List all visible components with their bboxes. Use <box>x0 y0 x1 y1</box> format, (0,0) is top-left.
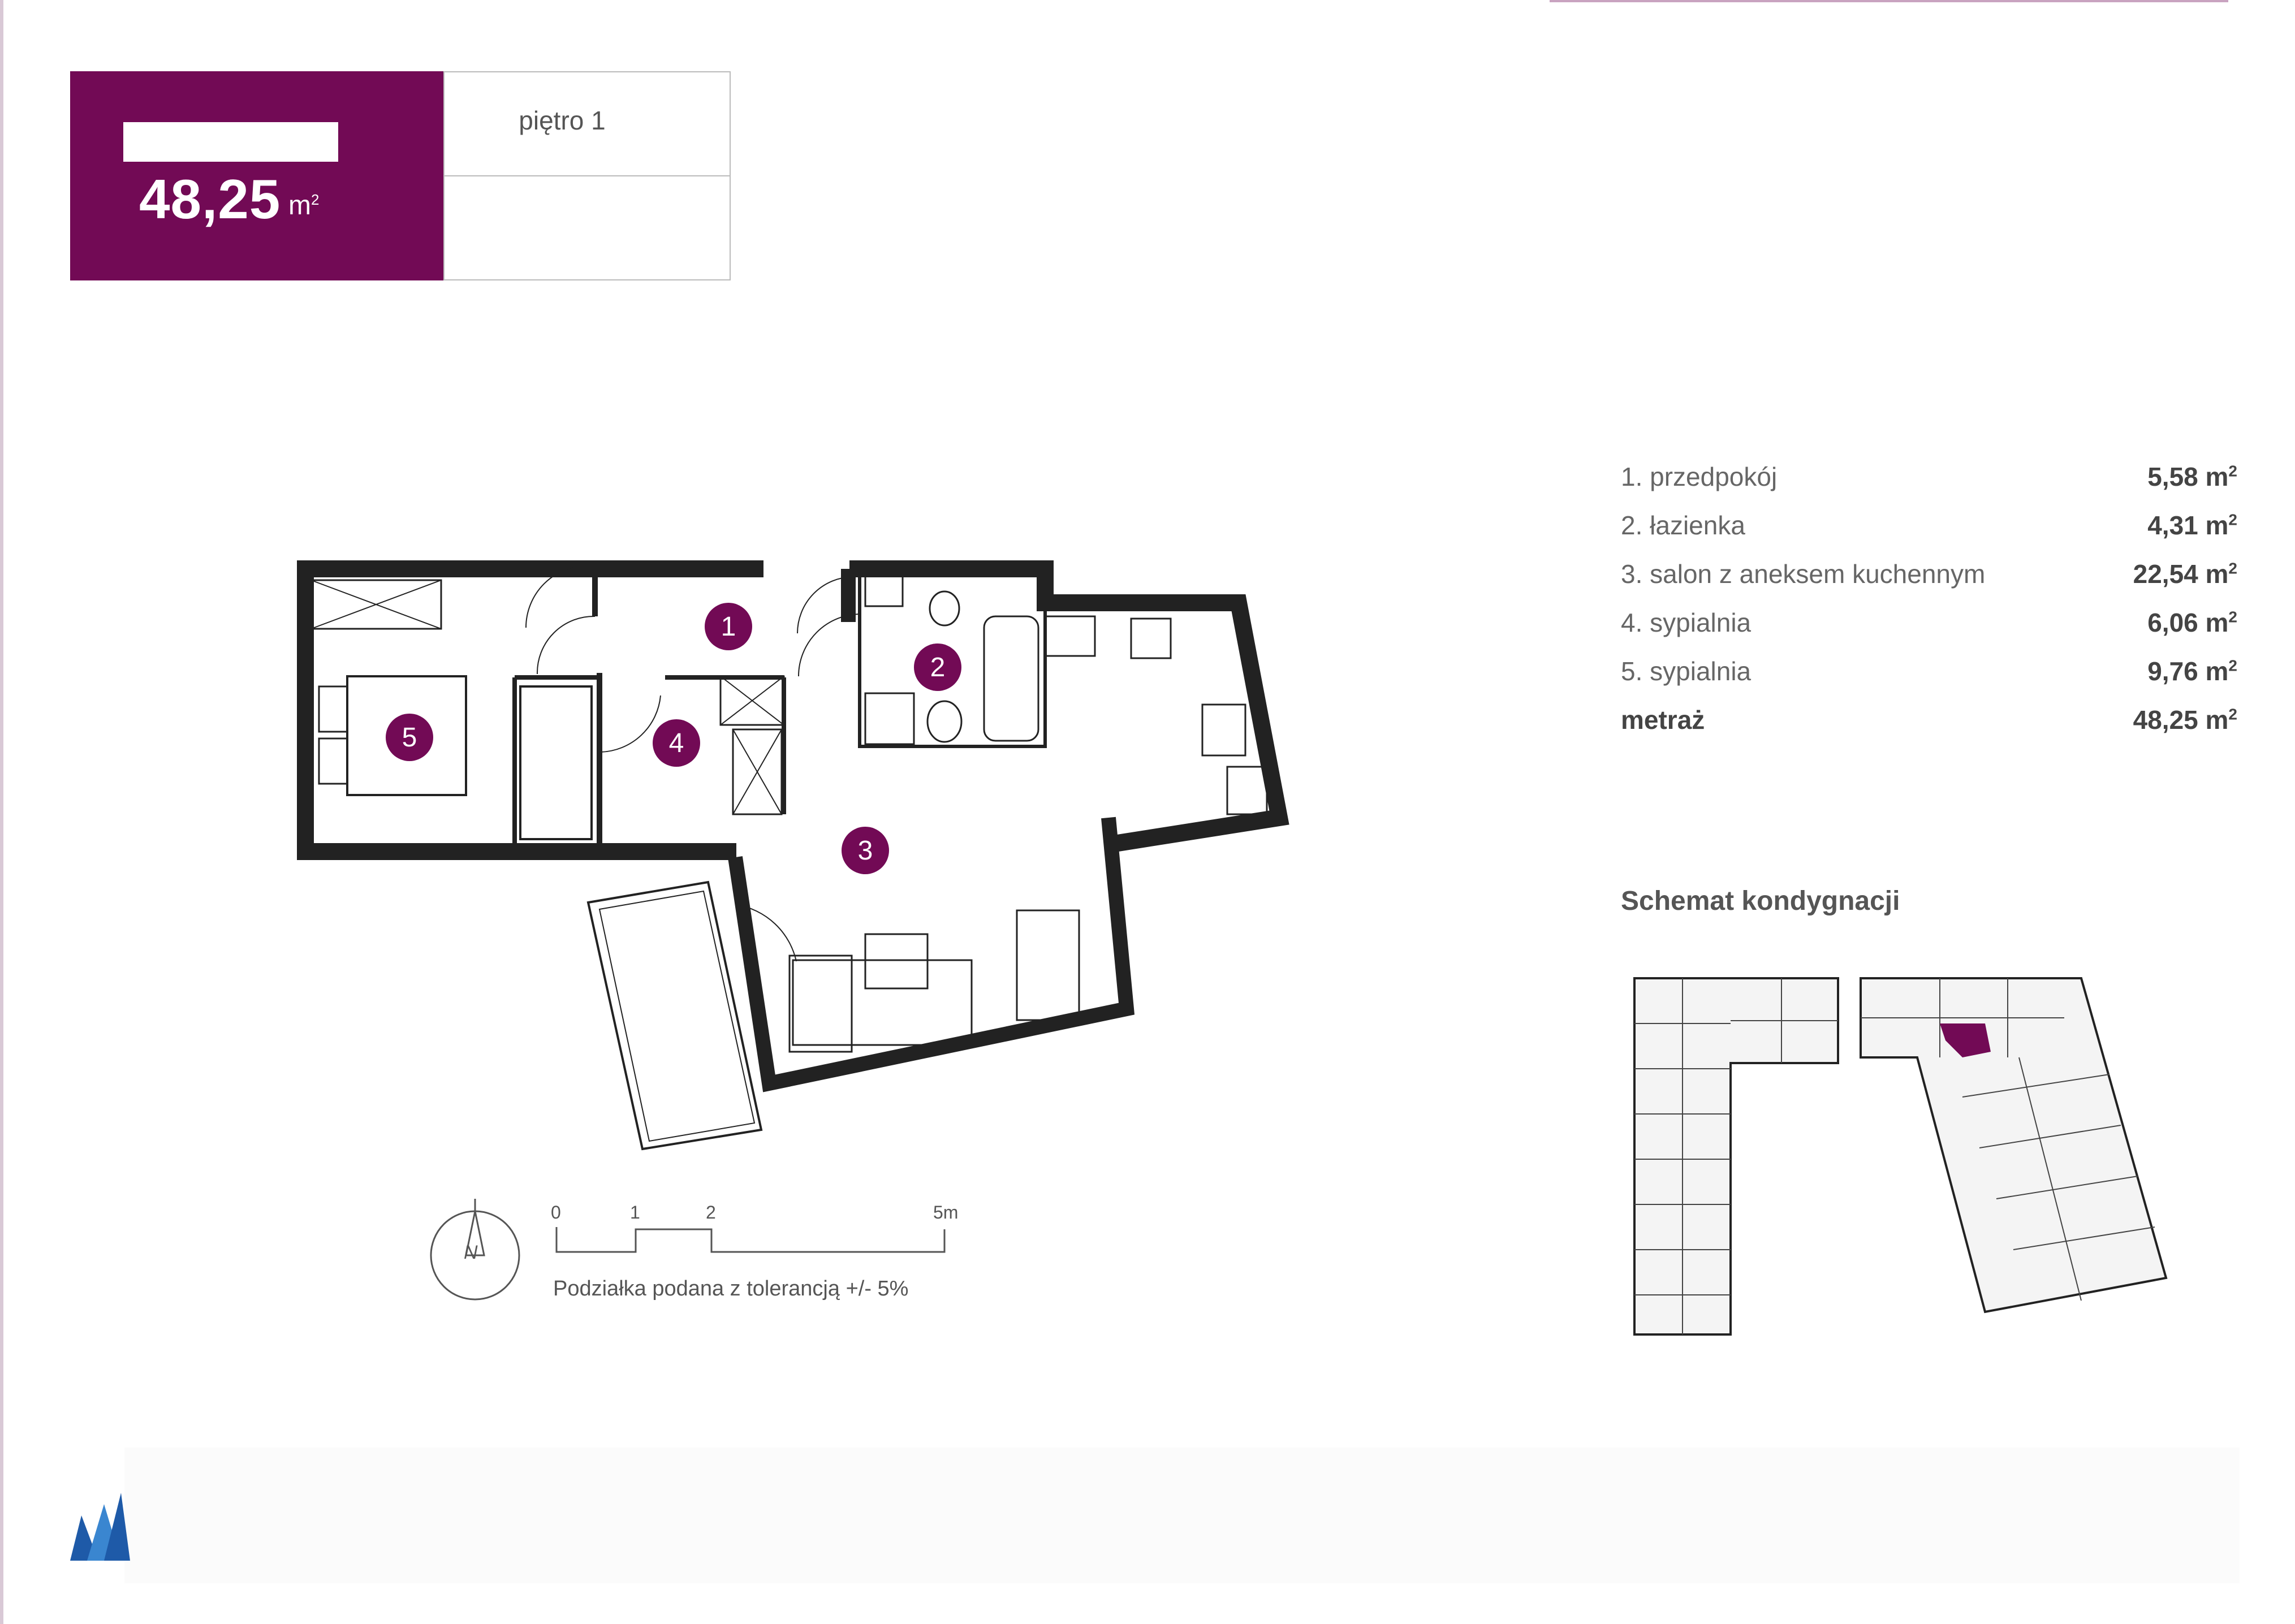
scale-note: Podziałka podana z tolerancją +/- 5% <box>553 1277 909 1301</box>
total-area: 48,25 m2 <box>2133 705 2237 735</box>
floor-info-divider <box>443 175 731 176</box>
floor-label: piętro 1 <box>519 106 606 135</box>
page-edge <box>0 0 3 1624</box>
room-area: 22,54 m2 <box>2133 559 2237 589</box>
scale-tick-1: 1 <box>630 1202 640 1223</box>
top-rule <box>1550 0 2228 2</box>
room-marker-2: 2 <box>914 643 961 691</box>
room-area: 4,31 m2 <box>2147 511 2237 540</box>
schematic-title: Schemat kondygnacji <box>1621 886 1900 916</box>
area-unit: m2 <box>288 191 320 221</box>
north-label: N <box>464 1242 478 1263</box>
room-row-3: 3. salon z aneksem kuchennym 22,54 m2 <box>1621 550 2237 598</box>
developer-logo-icon <box>70 1493 130 1561</box>
room-label: 5. sypialnia <box>1621 656 1752 686</box>
room-area: 5,58 m2 <box>2147 462 2237 491</box>
north-arrow-icon <box>430 1199 520 1301</box>
scale-tick-5m: 5m <box>933 1202 959 1223</box>
room-label: 3. salon z aneksem kuchennym <box>1621 559 1986 589</box>
room-label: 1. przedpokój <box>1621 462 1778 491</box>
redacted-label <box>123 122 338 162</box>
room-marker-4: 4 <box>653 719 700 767</box>
area-badge <box>70 71 443 280</box>
room-area: 6,06 m2 <box>2147 608 2237 637</box>
room-label: 4. sypialnia <box>1621 608 1752 637</box>
room-row-2: 2. łazienka 4,31 m2 <box>1621 501 2237 550</box>
room-row-5: 5. sypialnia 9,76 m2 <box>1621 647 2237 696</box>
area-value: 48,25 <box>139 168 281 230</box>
room-list: 1. przedpokój 5,58 m2 2. łazienka 4,31 m… <box>1621 452 2237 744</box>
room-row-4: 4. sypialnia 6,06 m2 <box>1621 598 2237 647</box>
scale-tick-2: 2 <box>706 1202 716 1223</box>
scale-bar <box>555 1227 946 1253</box>
building-schematic <box>1633 977 2168 1336</box>
footer-band <box>124 1448 2240 1583</box>
room-area: 9,76 m2 <box>2147 656 2237 686</box>
room-row-1: 1. przedpokój 5,58 m2 <box>1621 452 2237 501</box>
room-label: 2. łazienka <box>1621 511 1745 540</box>
scale-tick-0: 0 <box>551 1202 561 1223</box>
total-label: metraż <box>1621 705 1705 735</box>
room-row-total: metraż 48,25 m2 <box>1621 696 2237 744</box>
room-marker-1: 1 <box>705 603 752 650</box>
apartment-highlight <box>1940 1023 1991 1057</box>
room-marker-5: 5 <box>386 714 433 761</box>
room-marker-3: 3 <box>842 827 889 874</box>
